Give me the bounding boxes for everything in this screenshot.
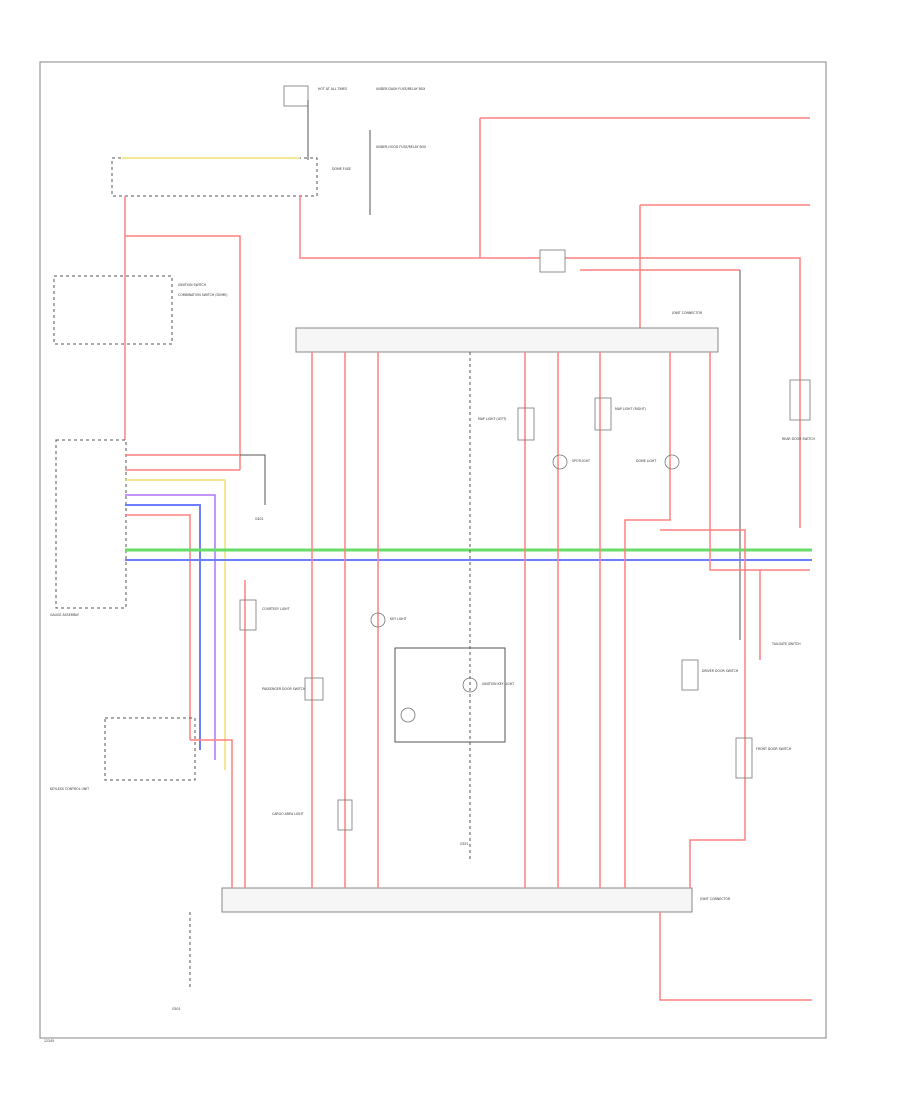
ignition-switch-label: IGNITION SWITCH <box>178 283 207 287</box>
gauge-assembly: GAUGE ASSEMBLY G401 <box>50 439 266 770</box>
svg-text:TAILGATE SWITCH: TAILGATE SWITCH <box>771 642 801 646</box>
ignition-switch: IGNITION SWITCH COMBINATION SWITCH (DOME… <box>53 196 241 470</box>
svg-text:MAP LIGHT (LEFT): MAP LIGHT (LEFT) <box>478 417 506 421</box>
dome-fuse-label: DOME FUSE <box>332 167 351 171</box>
under-dash-fuse-box: HOT AT ALL TIMES UNDER-DASH FUSE/RELAY B… <box>111 85 427 215</box>
svg-text:SPOTLIGHT: SPOTLIGHT <box>572 459 590 463</box>
passenger-door-switch: PASSENGER DOOR SWITCH <box>262 677 324 701</box>
page-code: 12345 <box>44 1039 54 1043</box>
gauge-assembly-label: GAUGE ASSEMBLY <box>50 613 79 617</box>
junction-connector-bottom <box>221 887 693 913</box>
front-door-switch: FRONT DOOR SWITCH <box>735 737 792 779</box>
cargo-area-light: CARGO AREA LIGHT <box>272 799 353 831</box>
svg-text:KEY LIGHT: KEY LIGHT <box>390 617 407 621</box>
junction-bottom-label: JOINT CONNECTOR <box>699 897 731 901</box>
courtesy-light: COURTESY LIGHT <box>239 599 290 631</box>
svg-text:G501: G501 <box>172 1007 181 1011</box>
hot-at-all-times-label: HOT AT ALL TIMES <box>318 87 347 91</box>
keyless-control: KEYLESS CONTROL UNIT <box>50 717 233 888</box>
ground-mid: G551 <box>460 842 469 846</box>
tailgate-switch: TAILGATE SWITCH <box>759 570 801 660</box>
ground-top-label: G401 <box>255 517 264 521</box>
driver-door-switch: DRIVER DOOR SWITCH <box>681 659 739 691</box>
svg-text:FRONT DOOR SWITCH: FRONT DOOR SWITCH <box>756 747 792 751</box>
diagram-frame <box>39 61 827 1039</box>
map-light-left: MAP LIGHT (LEFT) <box>478 407 535 441</box>
svg-text:G551: G551 <box>460 842 469 846</box>
spotlight: SPOTLIGHT <box>552 454 590 470</box>
door-switch-right: REAR DOOR SWITCH <box>782 379 815 441</box>
svg-text:DRIVER DOOR SWITCH: DRIVER DOOR SWITCH <box>702 669 739 673</box>
vertical-wires <box>244 352 812 1001</box>
ground-bottom: G501 <box>172 912 191 1011</box>
ignition-key-light: IGNITION KEY LIGHT <box>394 647 514 743</box>
svg-text:PASSENGER DOOR SWITCH: PASSENGER DOOR SWITCH <box>262 687 306 691</box>
svg-text:KEYLESS CONTROL UNIT: KEYLESS CONTROL UNIT <box>50 787 89 791</box>
svg-text:COURTESY LIGHT: COURTESY LIGHT <box>262 607 290 611</box>
key-light: KEY LIGHT <box>370 612 407 628</box>
svg-text:CARGO AREA LIGHT: CARGO AREA LIGHT <box>272 812 304 816</box>
svg-text:MAP LIGHT (RIGHT): MAP LIGHT (RIGHT) <box>615 407 646 411</box>
svg-text:IGNITION KEY LIGHT: IGNITION KEY LIGHT <box>482 682 514 686</box>
map-light-right: MAP LIGHT (RIGHT) <box>594 397 646 431</box>
dome-light: DOME LIGHT <box>636 454 680 470</box>
svg-text:DOME LIGHT: DOME LIGHT <box>636 459 656 463</box>
under-dash-fuse-box-label: UNDER-DASH FUSE/RELAY BOX <box>376 87 426 91</box>
junction-top-label: JOINT CONNECTOR <box>671 311 703 315</box>
underhood-fuse-box-label: UNDER-HOOD FUSE/RELAY BOX <box>376 145 427 149</box>
combination-switch-label: COMBINATION SWITCH (DOME) <box>178 293 227 297</box>
junction-connector-top <box>295 327 719 353</box>
svg-text:REAR DOOR SWITCH: REAR DOOR SWITCH <box>782 437 815 441</box>
